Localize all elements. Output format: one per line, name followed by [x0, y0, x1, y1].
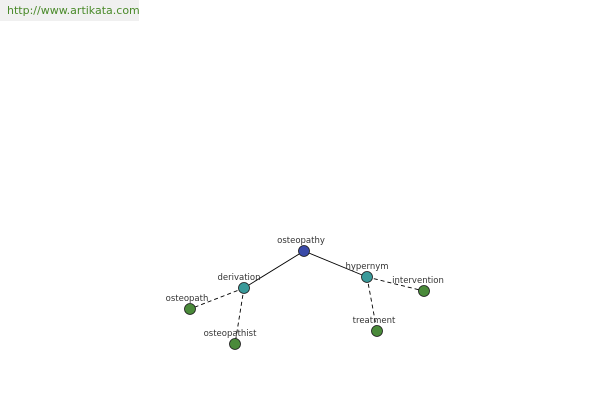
node-osteopath[interactable] [184, 303, 196, 315]
url-link[interactable]: http://www.artikata.com [7, 4, 140, 17]
url-banner: http://www.artikata.com [0, 0, 140, 21]
edge-derivation-osteopathist [234, 287, 245, 345]
node-label-intervention: intervention [392, 276, 444, 286]
node-osteopathy[interactable] [298, 245, 310, 257]
edge-derivation-osteopath [189, 287, 245, 310]
node-label-hypernym: hypernym [345, 262, 388, 272]
node-label-derivation: derivation [217, 273, 260, 283]
node-intervention[interactable] [418, 285, 430, 297]
node-osteopathist[interactable] [229, 338, 241, 350]
node-label-osteopath: osteopath [166, 294, 209, 304]
edge-hypernym-intervention [366, 276, 425, 292]
edge-hypernym-treatment [366, 276, 378, 332]
graph-labels: osteopathy derivation hypernym osteopath ost… [166, 236, 444, 339]
edge-osteopathy-derivation [243, 250, 305, 289]
graph-edges [189, 250, 425, 345]
edge-osteopathy-hypernym [303, 250, 368, 278]
node-hypernym[interactable] [361, 271, 373, 283]
node-label-osteopathy: osteopathy [277, 236, 325, 246]
node-label-treatment: treatment [353, 316, 396, 326]
node-label-osteopathist: osteopathist [204, 329, 258, 339]
node-derivation[interactable] [238, 282, 250, 294]
graph-nodes [184, 245, 430, 350]
node-treatment[interactable] [371, 325, 383, 337]
